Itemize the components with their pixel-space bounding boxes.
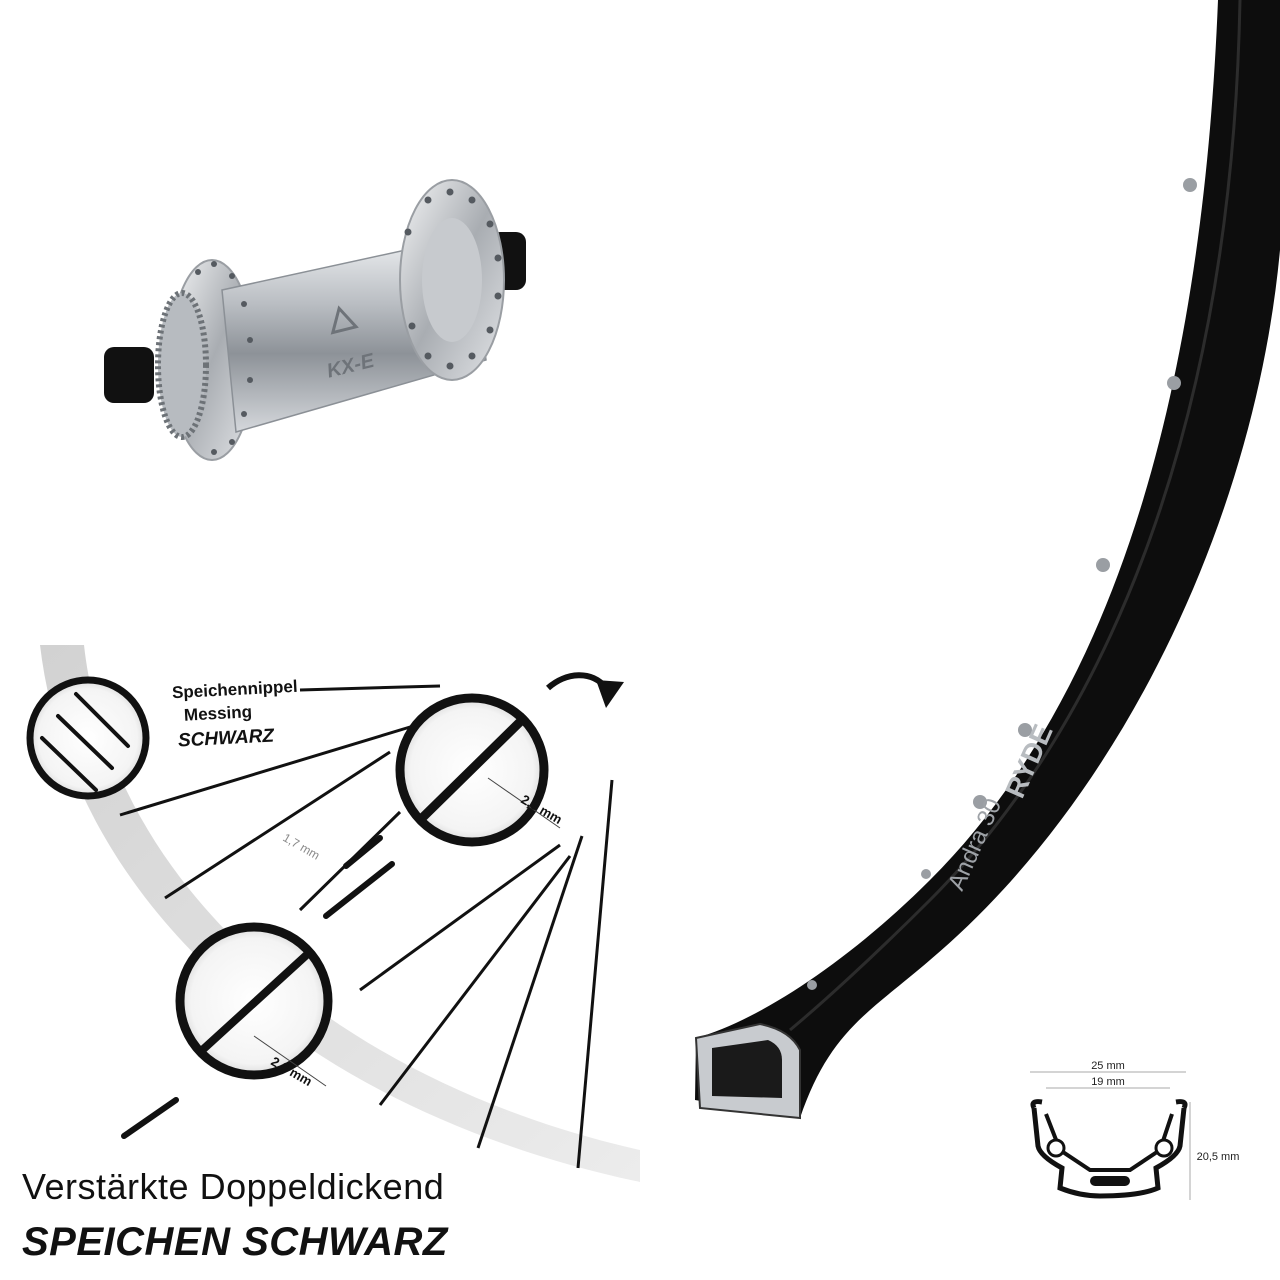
hub-axle-left [104, 347, 154, 403]
hub-centerlock [155, 290, 209, 440]
rim-illustration: RYDE Andra 30 [694, 0, 1280, 1120]
spoke-rim-arc [40, 645, 640, 1182]
spoke-lines [119, 684, 614, 1169]
hub-logo-mark [330, 305, 359, 335]
rim-profile-inner-width: 19 mm [1091, 1076, 1125, 1088]
headline-secondary: SPEICHEN SCHWARZ [22, 1220, 448, 1264]
nipple-icons [40, 692, 130, 792]
spoke-diagram: 2,3 mm 1,7 mm 2,0 mm [26, 645, 640, 1182]
rim-body [695, 0, 1280, 1118]
headline-primary: Verstärkte Doppeldickend [22, 1166, 445, 1207]
nipple-label-material: Messing [183, 702, 253, 725]
rim-profile-outline [1031, 1107, 1187, 1199]
rim-profile-outer-width: 25 mm [1091, 1060, 1125, 1072]
rim-profile-diagram: 25 mm 19 mm 20,5 mm [1030, 1060, 1239, 1200]
rim-holes [807, 178, 1197, 990]
spoke-dim-middle: 1,7 mm [281, 830, 323, 862]
hub-illustration: KX-E [104, 179, 526, 461]
nipple-lens [26, 676, 150, 800]
rim-profile-height: 20,5 mm [1197, 1151, 1240, 1163]
